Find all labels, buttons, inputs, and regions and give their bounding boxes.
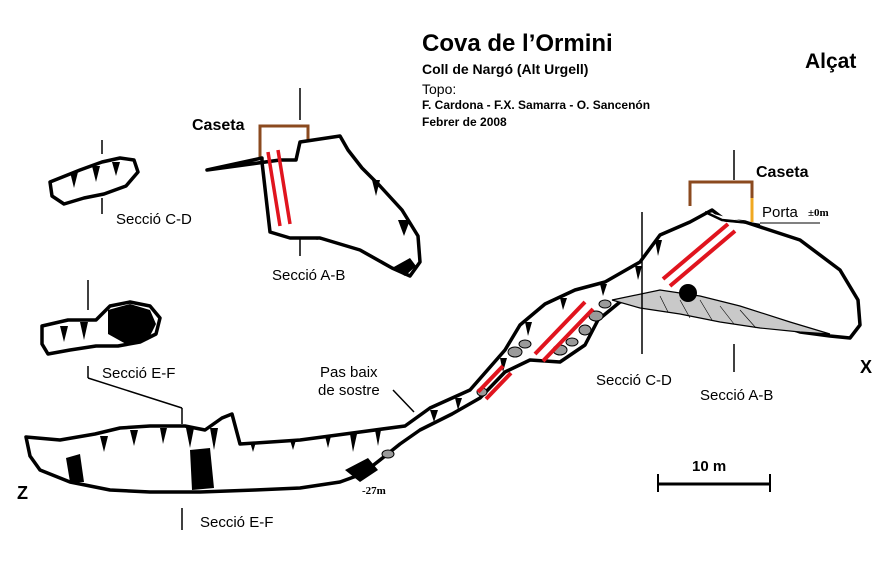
inset-section-cd xyxy=(48,140,140,214)
entrance-opening xyxy=(704,210,761,227)
scale-label: 10 m xyxy=(692,458,727,475)
cave-title: Cova de l’Ormini xyxy=(422,30,613,57)
depth-label: -27m xyxy=(362,485,386,497)
end-label-x: X xyxy=(860,357,873,377)
section-lines-profile xyxy=(87,150,735,530)
hut-right xyxy=(688,180,820,224)
sediment-hatching xyxy=(659,295,757,329)
section-label-ab-inset: Secció A-B xyxy=(272,267,346,284)
caseta-label-right: Caseta xyxy=(756,164,809,181)
inset-section-ef xyxy=(40,280,162,356)
section-label-ef-inset: Secció E-F xyxy=(102,365,176,382)
section-label-cd-inset: Secció C-D xyxy=(116,211,192,228)
location-subtitle: Coll de Nargó (Alt Urgell) xyxy=(422,61,589,77)
low-ceiling-label-line2: de sostre xyxy=(318,382,380,399)
end-label-z: Z xyxy=(17,483,28,503)
porta-label: Porta xyxy=(762,204,798,221)
boulder xyxy=(679,284,697,302)
floor-rocks xyxy=(381,299,612,459)
section-label-ef-profile: Secció E-F xyxy=(200,514,274,531)
view-label: Alçat xyxy=(805,50,857,73)
section-label-ab-profile: Secció A-B xyxy=(700,387,774,404)
ladders-profile xyxy=(476,222,737,401)
cave-outline xyxy=(24,208,862,494)
low-ceiling-label-line1: Pas baix xyxy=(320,364,378,381)
main-cave-profile xyxy=(24,208,862,494)
authors-line: F. Cardona - F.X. Samarra - O. Sancenón xyxy=(422,98,651,112)
topo-label: Topo: xyxy=(422,81,457,97)
survey-date: Febrer de 2008 xyxy=(422,115,507,129)
section-label-cd-profile: Secció C-D xyxy=(596,372,672,389)
zero-level-label: ±0m xyxy=(808,207,829,219)
caseta-label-top: Caseta xyxy=(192,117,245,134)
scale-bar xyxy=(657,474,771,492)
inset-section-ab xyxy=(205,88,422,278)
